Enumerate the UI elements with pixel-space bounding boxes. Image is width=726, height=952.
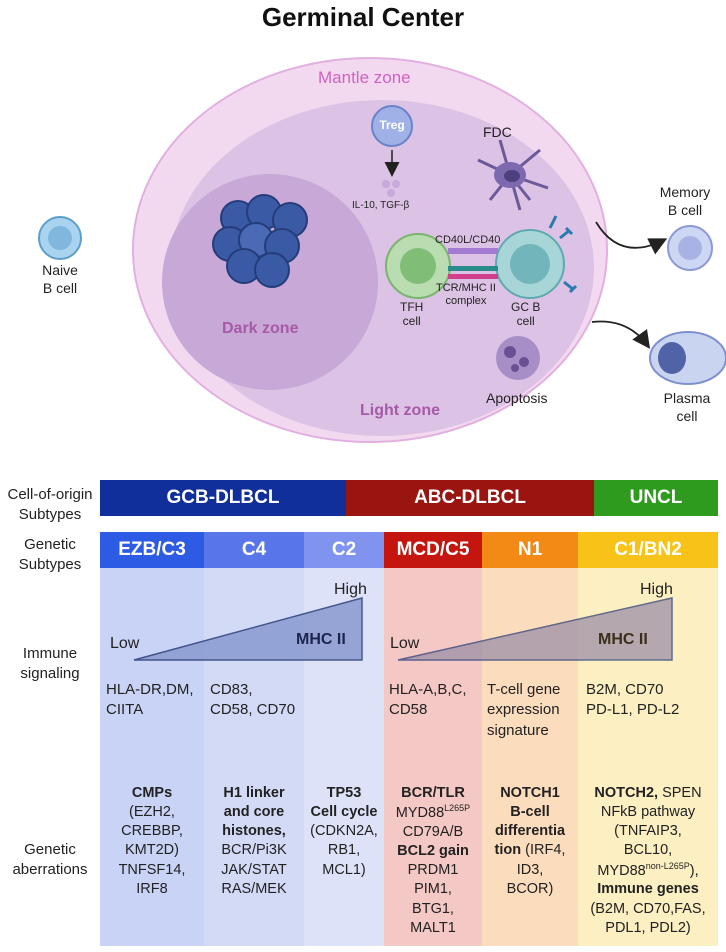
plasma-arrow	[591, 320, 651, 349]
mhc-left-triangle	[133, 597, 363, 661]
genetic-bar-c4: C4	[204, 532, 304, 568]
aberrations-ezb: CMPs (EZH2, CREBBP, KMT2D) TNFSF14, IRF8	[118, 785, 186, 897]
coo-bar-gcb: GCB-DLBCL	[100, 480, 346, 516]
cd40-label: CD40L/CD40	[435, 234, 501, 246]
genetic-bar-mcd: MCD/C5	[384, 532, 482, 568]
memory-b-cell	[667, 225, 713, 271]
memory-arrow	[595, 221, 668, 255]
aberrations-c1: NOTCH2, SPEN NFkB pathway (TNFAIP3, BCL1…	[590, 785, 706, 936]
light-zone-label: Light zone	[360, 402, 440, 419]
mhc-right-label: MHC II	[598, 631, 648, 648]
genetic-bar-c2: C2	[304, 532, 384, 568]
fdc-label: FDC	[483, 124, 512, 140]
fdc-cell	[477, 139, 549, 211]
apoptosis-cell	[496, 336, 540, 380]
immune-c4: CD83,CD58, CD70	[210, 681, 296, 719]
figure-title: Germinal Center	[261, 2, 465, 32]
genetic-bar-ezb: EZB/C3	[100, 532, 204, 568]
immune-ezb: HLA-DR,DM,CIITA	[106, 681, 194, 719]
gc-b-cell	[495, 215, 578, 299]
dark-zone-label: Dark zone	[222, 320, 299, 337]
cytokine-dots	[382, 180, 400, 197]
tfh-cell	[385, 233, 451, 299]
aberrations-n1: NOTCH1 B-cell differentia tion (IRF4, ID…	[494, 785, 566, 897]
apoptosis-label: Apoptosis	[486, 390, 548, 406]
dark-zone-cell-cluster	[212, 194, 308, 288]
mantle-zone-label: Mantle zone	[318, 68, 411, 87]
treg-label: Treg	[379, 118, 405, 132]
column-ezb-bg	[100, 566, 204, 946]
genetic-bar-n1: N1	[482, 532, 578, 568]
germinal-center-illustration	[38, 57, 726, 443]
mhc-left-low: Low	[110, 635, 140, 652]
aberrations-c2: TP53 Cell cycle (CDKN2A, RB1, MCL1)	[310, 785, 378, 878]
genetic-bar-c1: C1/BN2	[578, 532, 718, 568]
immune-synapse	[448, 248, 498, 279]
mhc-left-label: MHC II	[296, 631, 346, 648]
mhc-right-high: High	[640, 581, 673, 598]
immune-mcd: HLA-A,B,C,CD58	[389, 681, 467, 719]
cytokines-label: IL-10, TGF-β	[352, 200, 410, 211]
coo-bar-abc: ABC-DLBCL	[346, 480, 594, 516]
mhc-right-triangle	[397, 597, 673, 661]
column-mcd-bg	[384, 566, 482, 946]
aberrations-mcd: BCR/TLR MYD88L265P CD79A/B BCL2 gain PRD…	[395, 785, 471, 936]
mhc-gradient-triangles	[133, 597, 673, 661]
naive-b-cell	[38, 216, 82, 260]
mhc-right-low: Low	[390, 635, 420, 652]
aberrations-c4: H1 linker and core histones, BCR/Pi3K JA…	[221, 785, 287, 897]
treg-cell	[371, 105, 413, 147]
plasma-cell	[649, 331, 726, 385]
coo-bar-uncl: UNCL	[594, 480, 718, 516]
mhc-left-high: High	[334, 581, 367, 598]
